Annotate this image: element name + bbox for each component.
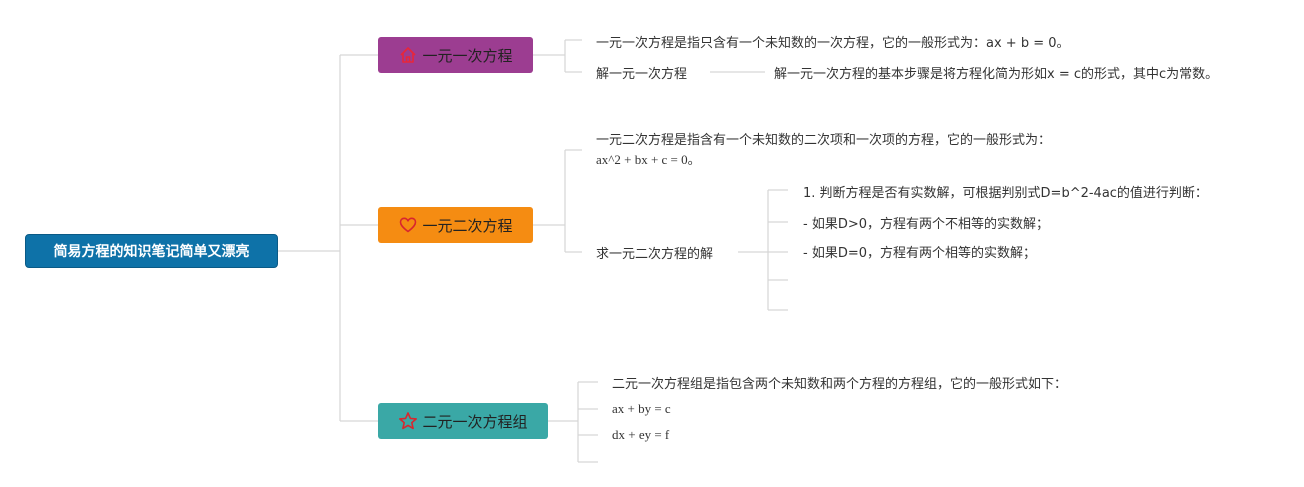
system-equation-1: ax + by = c bbox=[612, 399, 671, 419]
branch-linear-equation[interactable]: 一元一次方程 bbox=[378, 37, 533, 73]
connector-branch-2 bbox=[533, 149, 788, 311]
quadratic-definition: 一元二次方程是指含有一个未知数的二次项和一次项的方程，它的一般形式为： ax^2… bbox=[596, 131, 1052, 169]
root-label: 简易方程的知识笔记简单又漂亮 bbox=[53, 244, 250, 260]
linear-definition: 一元一次方程是指只含有一个未知数的一次方程，它的一般形式为：ax + b = 0… bbox=[596, 31, 1070, 51]
house-icon bbox=[398, 45, 418, 65]
connector-root bbox=[278, 54, 378, 422]
quadratic-step-1: 1. 判断方程是否有实数解，可根据判别式D=b^2-4ac的值进行判断： bbox=[803, 181, 1208, 201]
system-equation-2: dx + ey = f bbox=[612, 425, 670, 445]
quadratic-step-2: - 如果D>0，方程有两个不相等的实数解； bbox=[803, 212, 1049, 232]
system-definition: 二元一次方程组是指包含两个未知数和两个方程的方程组，它的一般形式如下： bbox=[612, 372, 1068, 392]
star-icon bbox=[398, 411, 418, 431]
branch-label: 一元二次方程 bbox=[422, 216, 513, 235]
quadratic-step-3: - 如果D=0，方程有两个相等的实数解； bbox=[803, 241, 1036, 261]
branch-label: 一元一次方程 bbox=[422, 46, 513, 65]
branch-label: 二元一次方程组 bbox=[422, 412, 528, 431]
root-node[interactable]: 简易方程的知识笔记简单又漂亮 bbox=[25, 234, 278, 268]
linear-solve-topic[interactable]: 解一元一次方程 bbox=[596, 62, 688, 82]
branch-linear-system[interactable]: 二元一次方程组 bbox=[378, 403, 548, 439]
connector-branch-1 bbox=[533, 39, 765, 73]
heart-icon bbox=[398, 215, 418, 235]
quadratic-solve-topic[interactable]: 求一元二次方程的解 bbox=[596, 242, 714, 262]
branch-quadratic-equation[interactable]: 一元二次方程 bbox=[378, 207, 533, 243]
connector-branch-3 bbox=[548, 381, 598, 463]
linear-solve-detail: 解一元一次方程的基本步骤是将方程化简为形如x = c的形式，其中c为常数。 bbox=[774, 62, 1219, 82]
